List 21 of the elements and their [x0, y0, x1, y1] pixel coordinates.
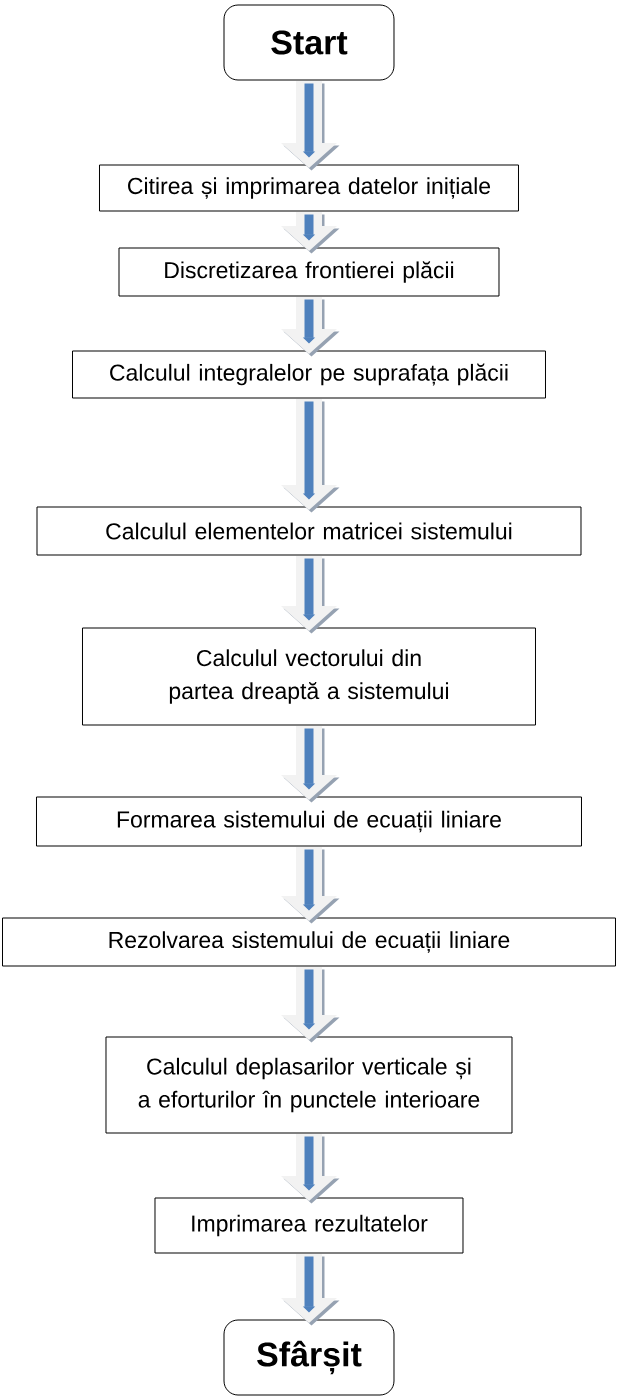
process-box: Citirea și imprimarea datelor inițiale — [99, 164, 519, 212]
process-box: Imprimarea rezultatelor — [154, 1197, 464, 1254]
block-arrow — [281, 1134, 340, 1204]
block-arrow — [281, 81, 340, 171]
block-arrow — [281, 847, 340, 924]
process-box: Calculul integralelor pe suprafața plăcii — [72, 350, 546, 399]
block-arrow — [281, 556, 340, 634]
block-arrow — [281, 399, 340, 513]
process-box: Rezolvarea sistemului de ecuații liniare — [2, 917, 616, 967]
block-arrow — [281, 1254, 340, 1326]
process-box: Discretizarea frontierei plăcii — [118, 247, 500, 297]
terminal-box: Sfârșit — [223, 1319, 395, 1396]
process-box: Formarea sistemului de ecuații liniare — [36, 796, 582, 847]
block-arrow — [281, 726, 340, 803]
terminal-box: Start — [223, 4, 395, 81]
block-arrow — [281, 212, 340, 254]
process-box: Calculul deplasarilor verticale și a eforturilor în punctele interioare — [105, 1036, 513, 1134]
block-arrow — [281, 297, 340, 357]
process-box: Calculul vectorului din partea dreaptă a sistemului — [82, 627, 536, 726]
block-arrow — [281, 967, 340, 1043]
process-box: Calculul elementelor matricei sistemului — [36, 506, 582, 556]
